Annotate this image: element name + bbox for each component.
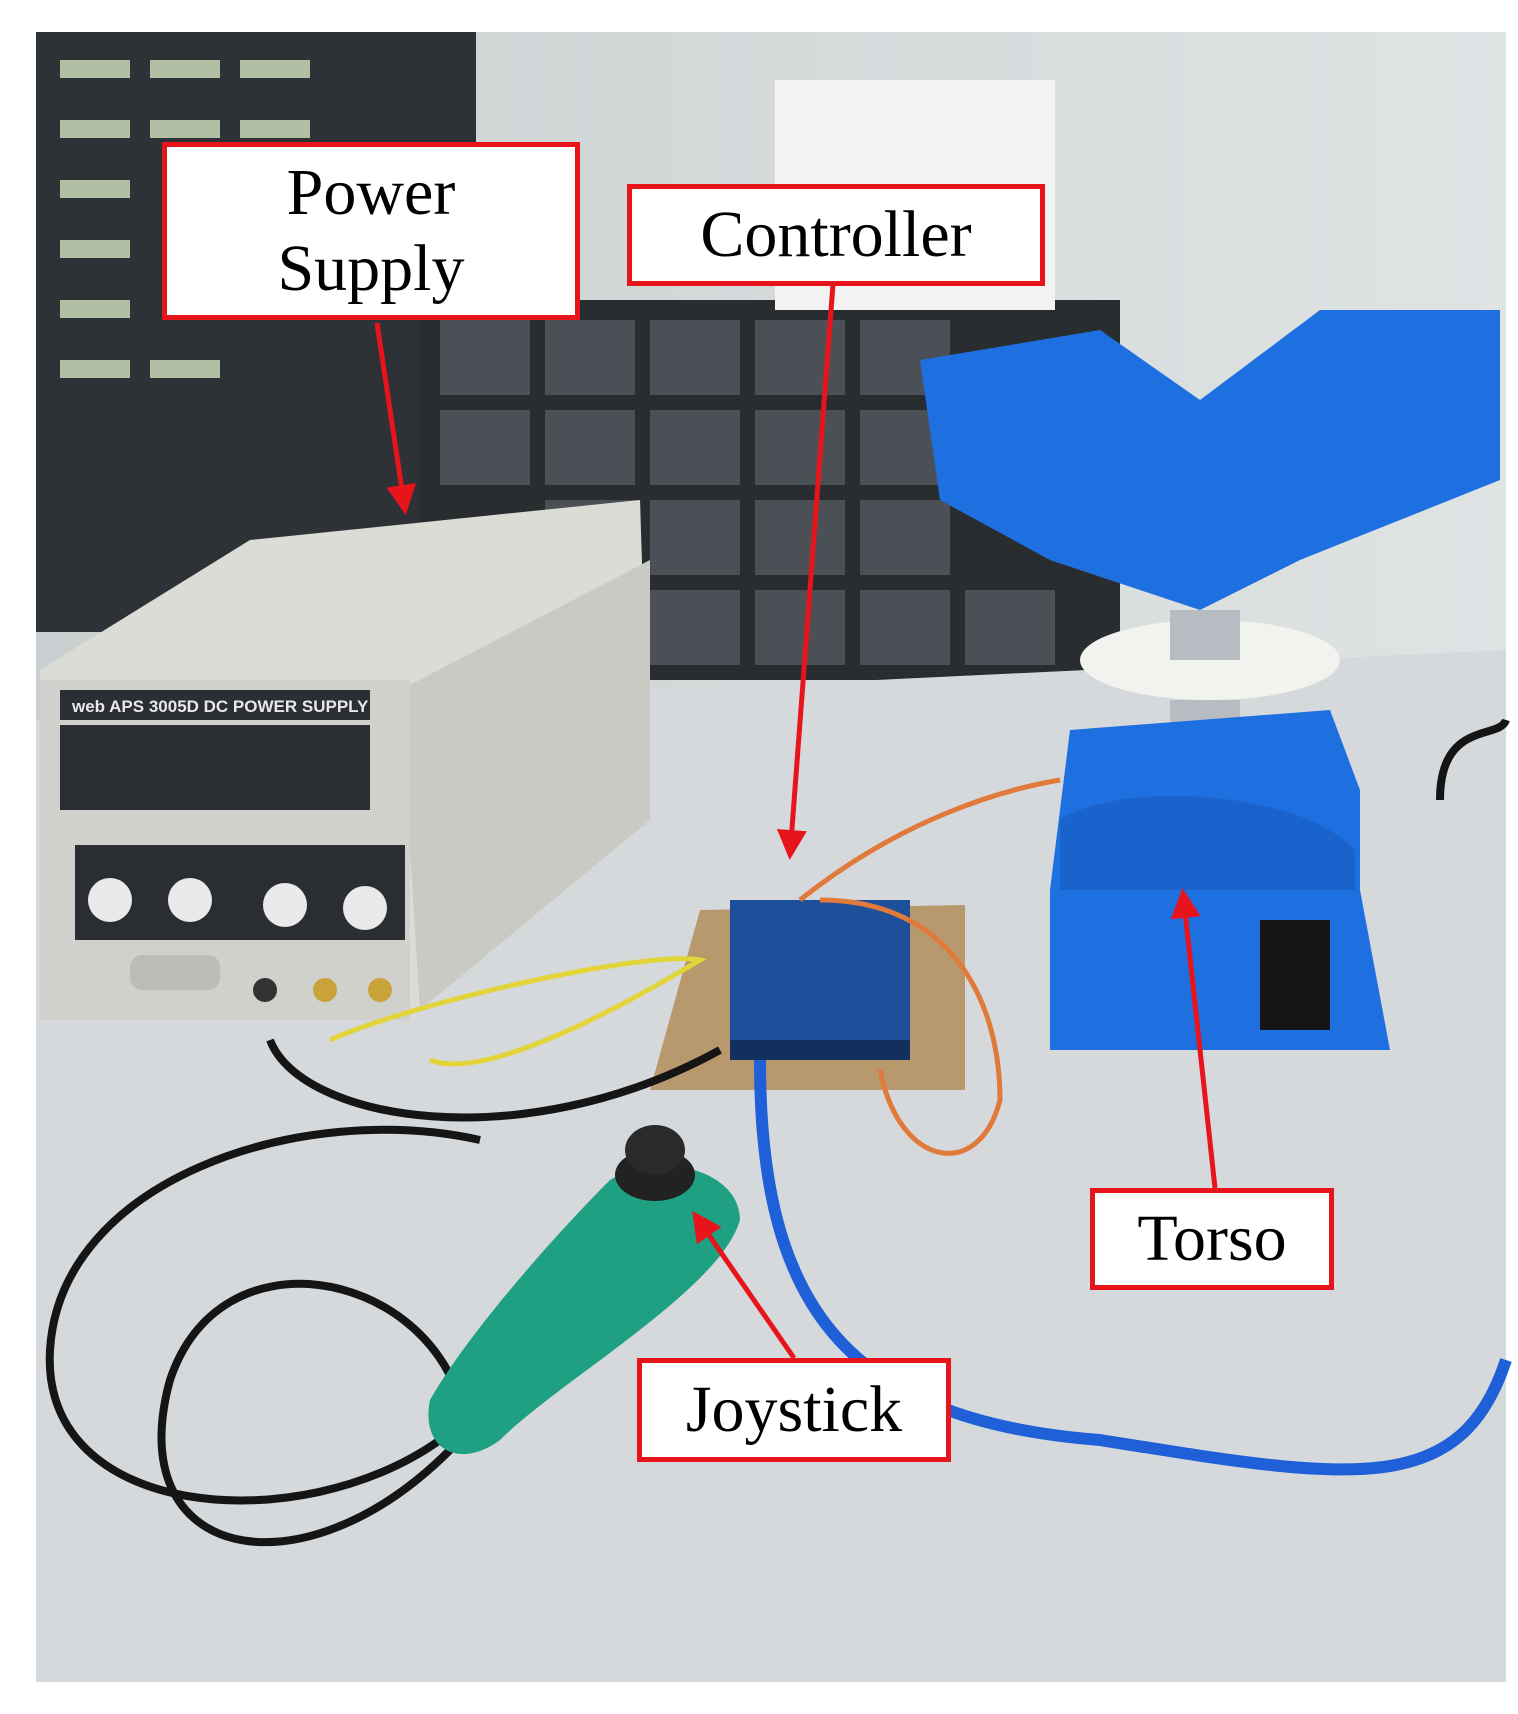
power-supply-model-text: web APS 3005D DC POWER SUPPLY — [71, 697, 369, 716]
power-supply-device: web APS 3005D DC POWER SUPPLY — [40, 500, 650, 1020]
cables — [45, 718, 1512, 1546]
torso-arrow — [1170, 888, 1218, 1189]
power-supply-label-line2: Supply — [277, 232, 465, 305]
controller-board — [650, 900, 965, 1090]
torso-device — [920, 310, 1500, 1050]
torso-label: Torso — [1090, 1188, 1334, 1290]
joystick-arrow — [692, 1210, 797, 1360]
joystick-label: Joystick — [637, 1358, 951, 1462]
controller-label: Controller — [627, 184, 1045, 286]
power-supply-arrow — [374, 322, 417, 515]
power-supply-label: Power Supply — [162, 142, 580, 320]
power-supply-label-line1: Power — [286, 156, 456, 229]
annotation-arrows — [374, 283, 1218, 1360]
joystick-device — [428, 1125, 740, 1455]
controller-arrow — [776, 283, 836, 860]
